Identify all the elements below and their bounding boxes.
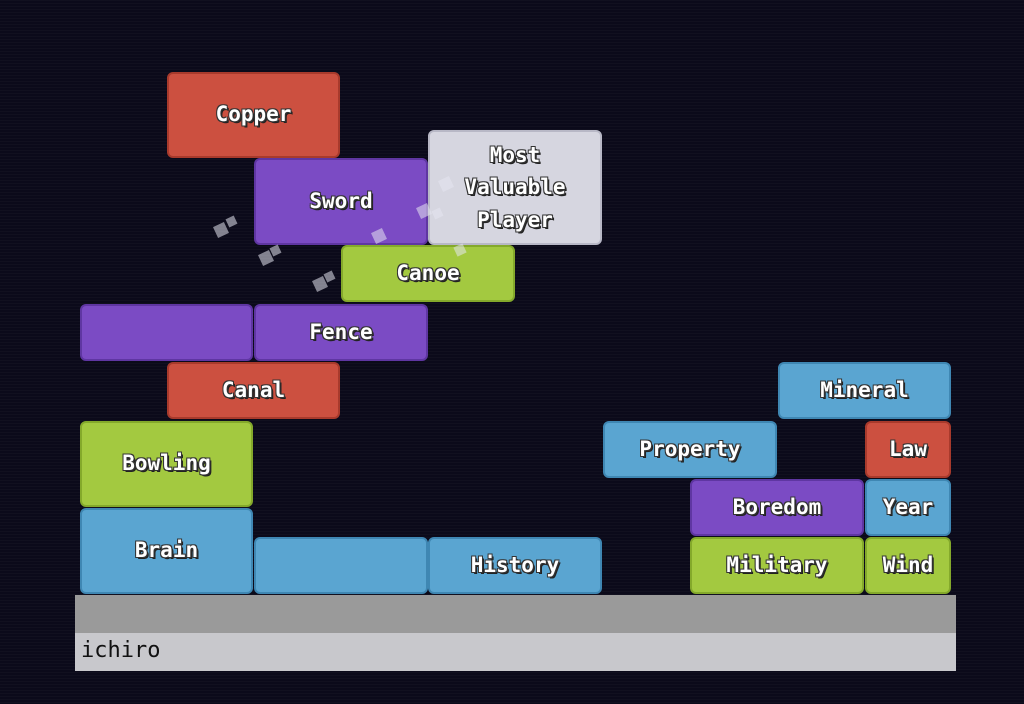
word-block-brain: Brain [80, 508, 253, 594]
word-block-history: History [428, 537, 602, 594]
block-label: Canoe [396, 260, 460, 285]
block-label: Brain [134, 538, 199, 563]
block-label: Mineral [820, 377, 909, 402]
block-label: Sword [309, 188, 373, 213]
word-block-wind: Wind [865, 537, 951, 594]
block-label: Year [882, 494, 934, 519]
word-block-blank-purple [80, 304, 253, 361]
block-label: Boredom [732, 494, 822, 519]
word-block-most-valuable-player: Most Valuable Player [428, 130, 602, 245]
sparkle-particle [213, 222, 229, 238]
word-block-fence: Fence [254, 304, 428, 361]
block-label: Bowling [122, 451, 211, 476]
block-label: History [470, 552, 560, 577]
word-block-military: Military [690, 537, 864, 594]
word-block-canoe: Canoe [341, 245, 515, 302]
word-block-mineral: Mineral [778, 362, 951, 419]
block-label: Law [889, 436, 927, 461]
word-block-canal: Canal [167, 362, 340, 419]
block-label: Military [726, 552, 828, 577]
block-label: Wind [882, 552, 934, 577]
word-block-blank-blue [254, 537, 428, 594]
block-label: Fence [309, 319, 373, 344]
block-label: Most Valuable Player [464, 142, 566, 232]
word-block-bowling: Bowling [80, 421, 253, 507]
word-block-copper: Copper [167, 72, 340, 158]
word-block-sword: Sword [254, 158, 428, 245]
word-block-law: Law [865, 421, 951, 478]
word-input-field[interactable]: ichiro [75, 633, 956, 671]
sparkle-particle [225, 215, 238, 228]
block-label: Property [639, 436, 741, 461]
block-label: Canal [221, 377, 286, 402]
word-block-boredom: Boredom [690, 479, 864, 536]
block-label: Copper [215, 102, 292, 127]
word-block-property: Property [603, 421, 777, 478]
ground-floor [75, 595, 956, 633]
word-block-year: Year [865, 479, 951, 536]
